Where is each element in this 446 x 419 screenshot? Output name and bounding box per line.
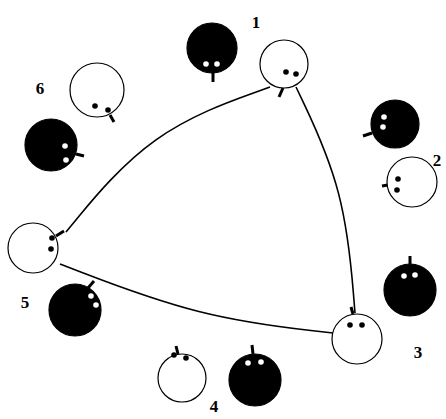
head-eye	[394, 187, 400, 193]
head-stick	[252, 345, 253, 354]
head-figure	[332, 307, 382, 364]
head-eye	[88, 293, 94, 299]
head-figure	[25, 119, 84, 171]
head-eye	[48, 246, 54, 252]
head-stick	[279, 88, 283, 97]
head-eye	[293, 71, 299, 77]
head-eye	[105, 107, 111, 113]
head-eye	[347, 322, 353, 328]
pair-number: 6	[36, 80, 45, 97]
head-eye	[63, 157, 69, 163]
head-eye	[49, 235, 55, 241]
head-stick	[176, 346, 178, 354]
head-circle	[187, 23, 237, 73]
head-circle	[8, 223, 58, 273]
head-figure	[70, 63, 124, 122]
head-eye	[258, 359, 264, 365]
head-stick	[88, 281, 94, 288]
head-circle	[371, 100, 419, 148]
triangle-line	[60, 264, 333, 333]
head-eye	[381, 114, 387, 120]
head-circle	[70, 63, 124, 117]
head-eye	[171, 352, 177, 358]
pair-number: 1	[252, 14, 261, 31]
head-eye	[401, 273, 407, 279]
head-eye	[395, 176, 401, 182]
pair-number: 3	[414, 344, 423, 361]
pair-number: 5	[21, 294, 30, 311]
head-figure	[382, 157, 437, 207]
head-figure	[363, 100, 419, 148]
head-figure	[158, 346, 206, 402]
head-figure	[229, 345, 281, 406]
head-figure	[8, 223, 64, 273]
head-circle	[229, 354, 281, 406]
head-circle	[25, 119, 77, 171]
pair-number: 2	[433, 152, 442, 169]
head-stick	[409, 256, 412, 264]
head-figure	[49, 281, 101, 336]
head-eye	[183, 355, 189, 361]
head-circle	[158, 354, 206, 402]
head-stick	[56, 231, 64, 236]
head-circle	[260, 40, 308, 88]
head-eye	[214, 61, 220, 67]
triangle-line	[296, 87, 355, 313]
head-circle	[387, 157, 437, 207]
head-stick	[351, 307, 353, 314]
head-eye	[92, 103, 98, 109]
head-circle	[49, 284, 101, 336]
head-figure	[187, 23, 237, 82]
head-figure	[384, 256, 436, 316]
head-eye	[203, 61, 209, 67]
head-eye	[412, 272, 418, 278]
head-eye	[93, 302, 99, 308]
head-eye	[283, 69, 289, 75]
head-eye	[245, 360, 251, 366]
head-eye	[380, 124, 386, 130]
head-eye	[62, 143, 68, 149]
head-stick	[76, 154, 84, 156]
head-eye	[359, 322, 365, 328]
head-circle	[384, 264, 436, 316]
head-stick	[110, 115, 114, 122]
head-figure	[260, 40, 308, 97]
head-circle	[332, 314, 382, 364]
head-stick	[363, 133, 372, 136]
pair-number: 4	[210, 398, 219, 415]
